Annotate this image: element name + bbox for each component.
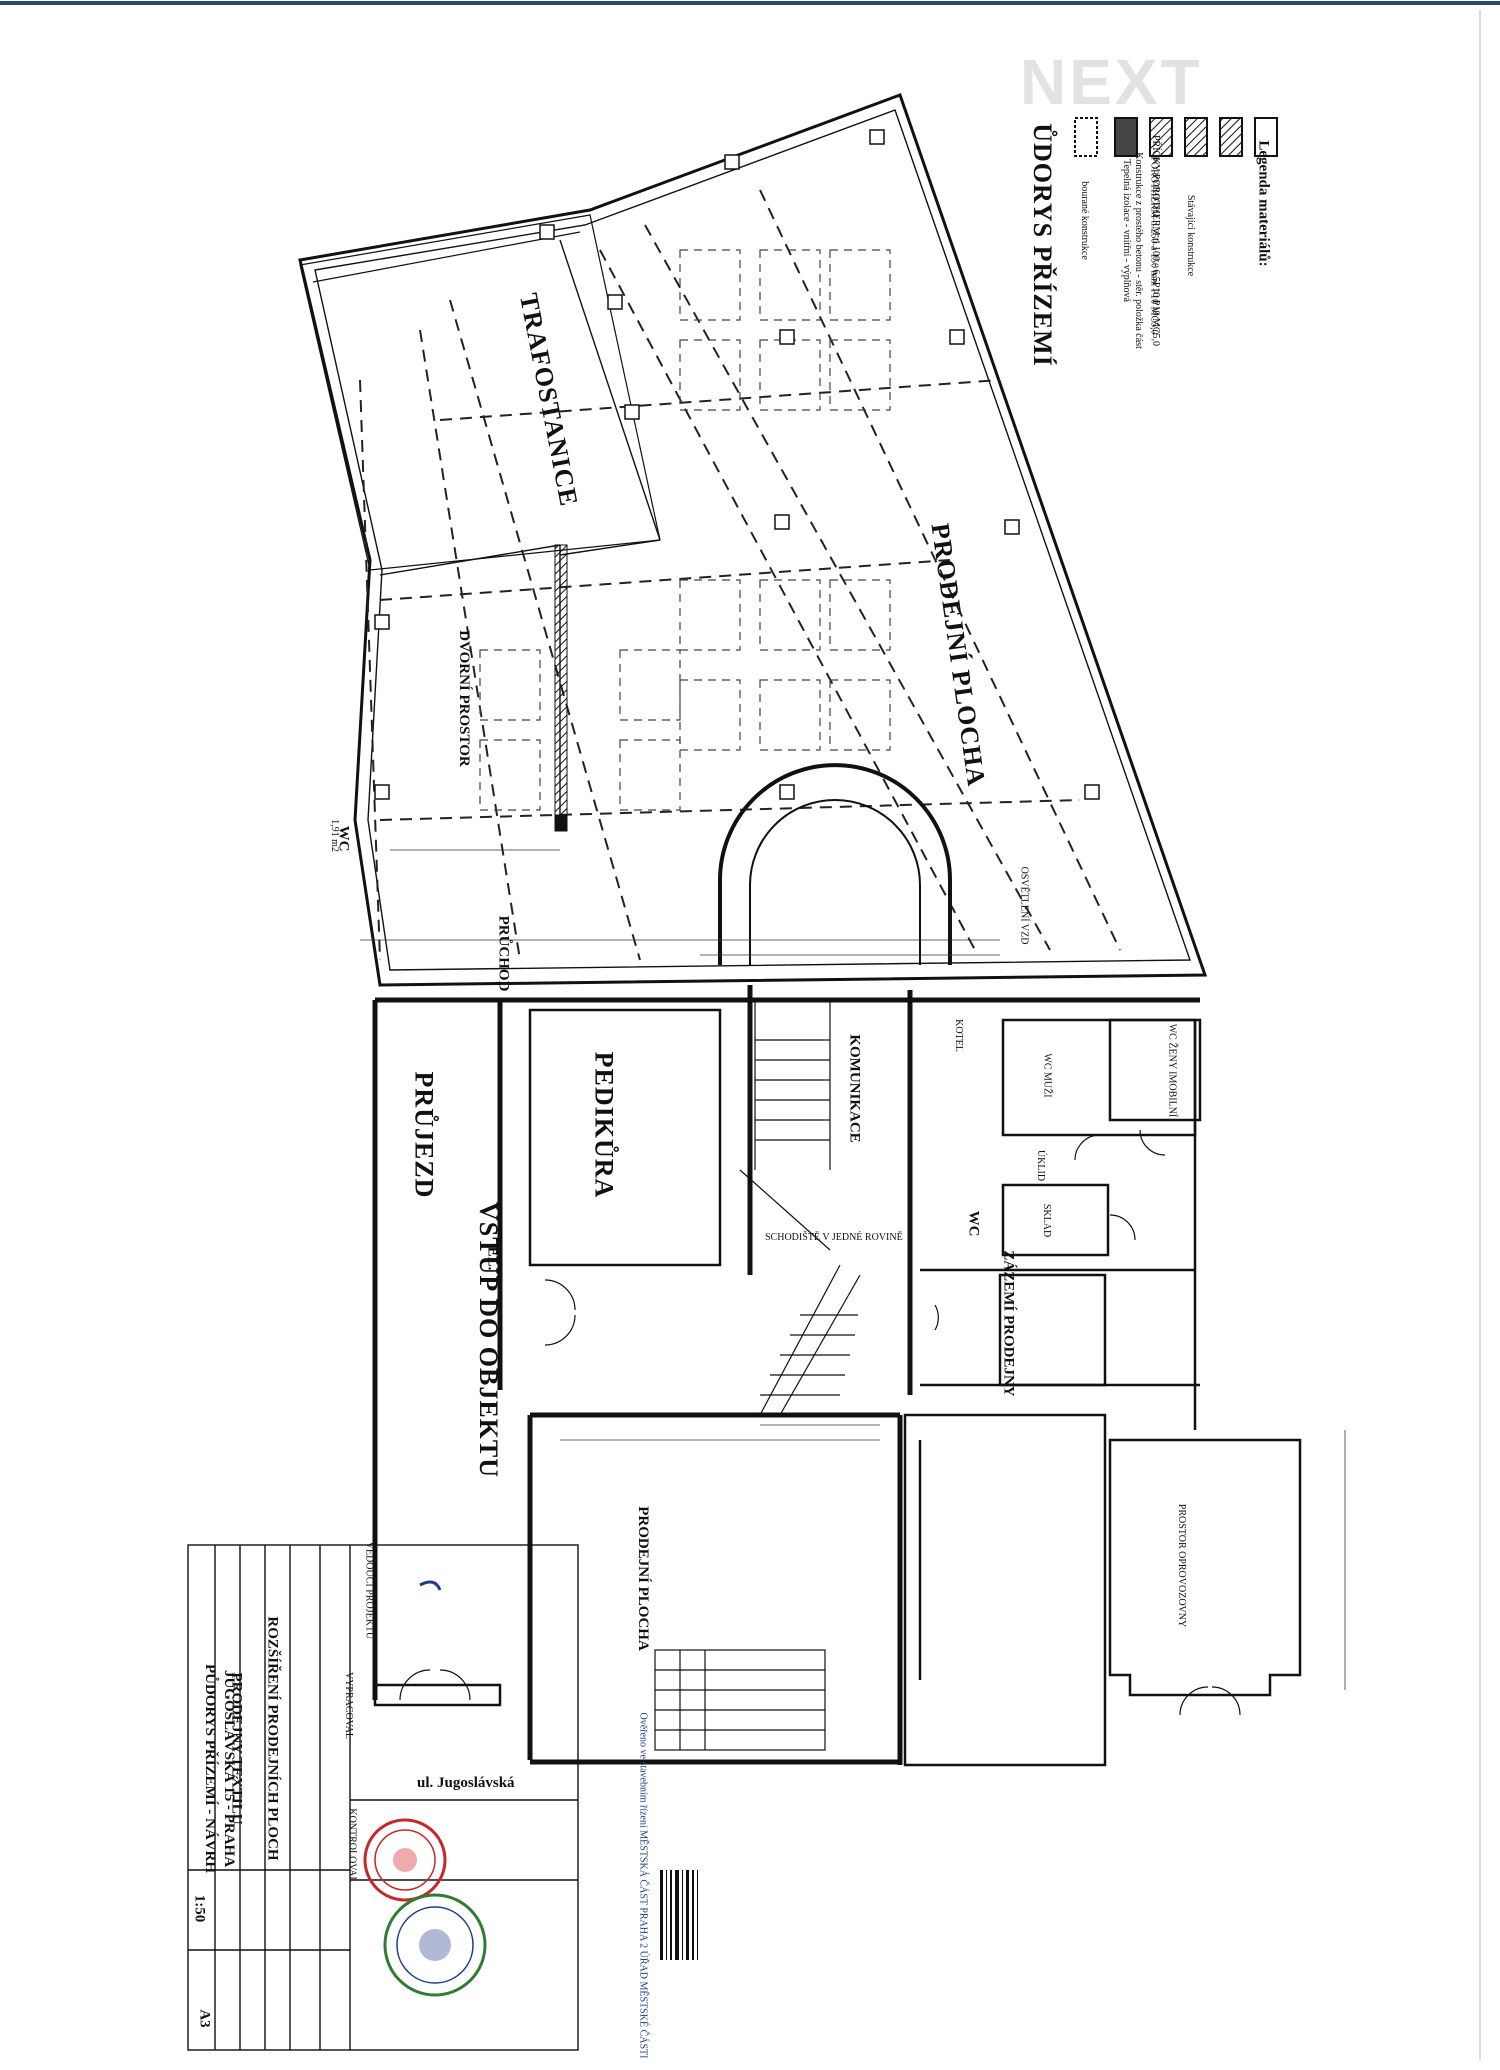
plan-title: ŮDORYS PŘÍZEMÍ [1027, 123, 1057, 367]
title-head-right: VYPRACOVAL [343, 1671, 355, 1740]
room-prujezd: PRŮJEZD [409, 1071, 439, 1199]
upper-building-outline [298, 93, 1208, 987]
room-dvorni-prostor: DVORNÍ PROSTOR [455, 630, 472, 767]
title-scale: 1:50 [191, 1894, 208, 1923]
room-pruchod: PRŮCHOD [495, 915, 512, 992]
room-osvetleni-vzd: OSVĚTLENÍ VZD [1018, 866, 1030, 945]
room-prodejni-plocha-bottom: PRODEJNÍ PLOCHA [634, 1506, 651, 1651]
legend-item-5: Tepelná izolace - vnitřní - výplňová [1120, 159, 1132, 302]
room-kotel: KOTEL [952, 1019, 964, 1052]
room-pedikura: PEDIKŮRA [589, 1051, 619, 1199]
title-drawing: PŮDORYS PŘÍZEMÍ - NÁVRH [202, 1663, 219, 1874]
legend-item-4: PŘÍČKY POROTHERM tl.100 - 6,5P10 P10 MC5… [1150, 134, 1162, 347]
title-line2: PRODEJNY TEXTILU [228, 1672, 245, 1825]
room-komunikace: KOMUNIKACE [846, 1034, 863, 1143]
legend-title: Legenda materiálů: [1255, 140, 1272, 267]
approval-stamp-text: Ověřeno ve stavebním řízení MĚSTSKÁ ČÁST… [637, 1712, 649, 2059]
stairs-note: SCHODIŠTĚ V JEDNÉ ROVINĚ [765, 1232, 903, 1243]
watermark-logo: NEXT [1020, 46, 1203, 118]
room-zazemi: ZÁZEMÍ PRODEJNY [1000, 1250, 1017, 1397]
title-format: A3 [196, 2009, 213, 2028]
street-name: ul. Jugoslávská [417, 1775, 515, 1791]
legend-item-1: Stávající konstrukce [1185, 194, 1197, 277]
title-head-left: VEDOUCÍ PROJEKTU [363, 1541, 375, 1640]
barcode [660, 1870, 698, 1960]
room-wc-muzi: WC MUŽI [1041, 1053, 1053, 1098]
room-uklid: ÚKLID [1035, 1149, 1047, 1182]
room-wc-mid: WC [965, 1210, 982, 1237]
legend-item-3: Konstrukce z prostého betonu - stěr. pol… [1132, 152, 1144, 349]
title-project: ROZŠÍŘENÍ PRODEJNÍCH PLOCH [264, 1616, 281, 1861]
title-check: KONTROLOVAL [346, 1808, 358, 1883]
room-sklad: SKLAD [1041, 1203, 1053, 1238]
room-vstup: VSTUP DO OBJEKTU [474, 1201, 504, 1479]
room-wc-zeny: WC ŽENY IMOBILNÍ [1166, 1023, 1178, 1118]
legend-item-6: bourané konstrukce [1078, 181, 1090, 260]
room-wc-area: 1,91 m2 [328, 819, 340, 852]
round-stamp-red [363, 1818, 447, 1902]
round-stamp-green [383, 1893, 487, 1997]
room-prostor-provozovny: PROSTOR OPROVOZOVNY [1176, 1503, 1188, 1628]
room-el: EL. [484, 1246, 501, 1271]
